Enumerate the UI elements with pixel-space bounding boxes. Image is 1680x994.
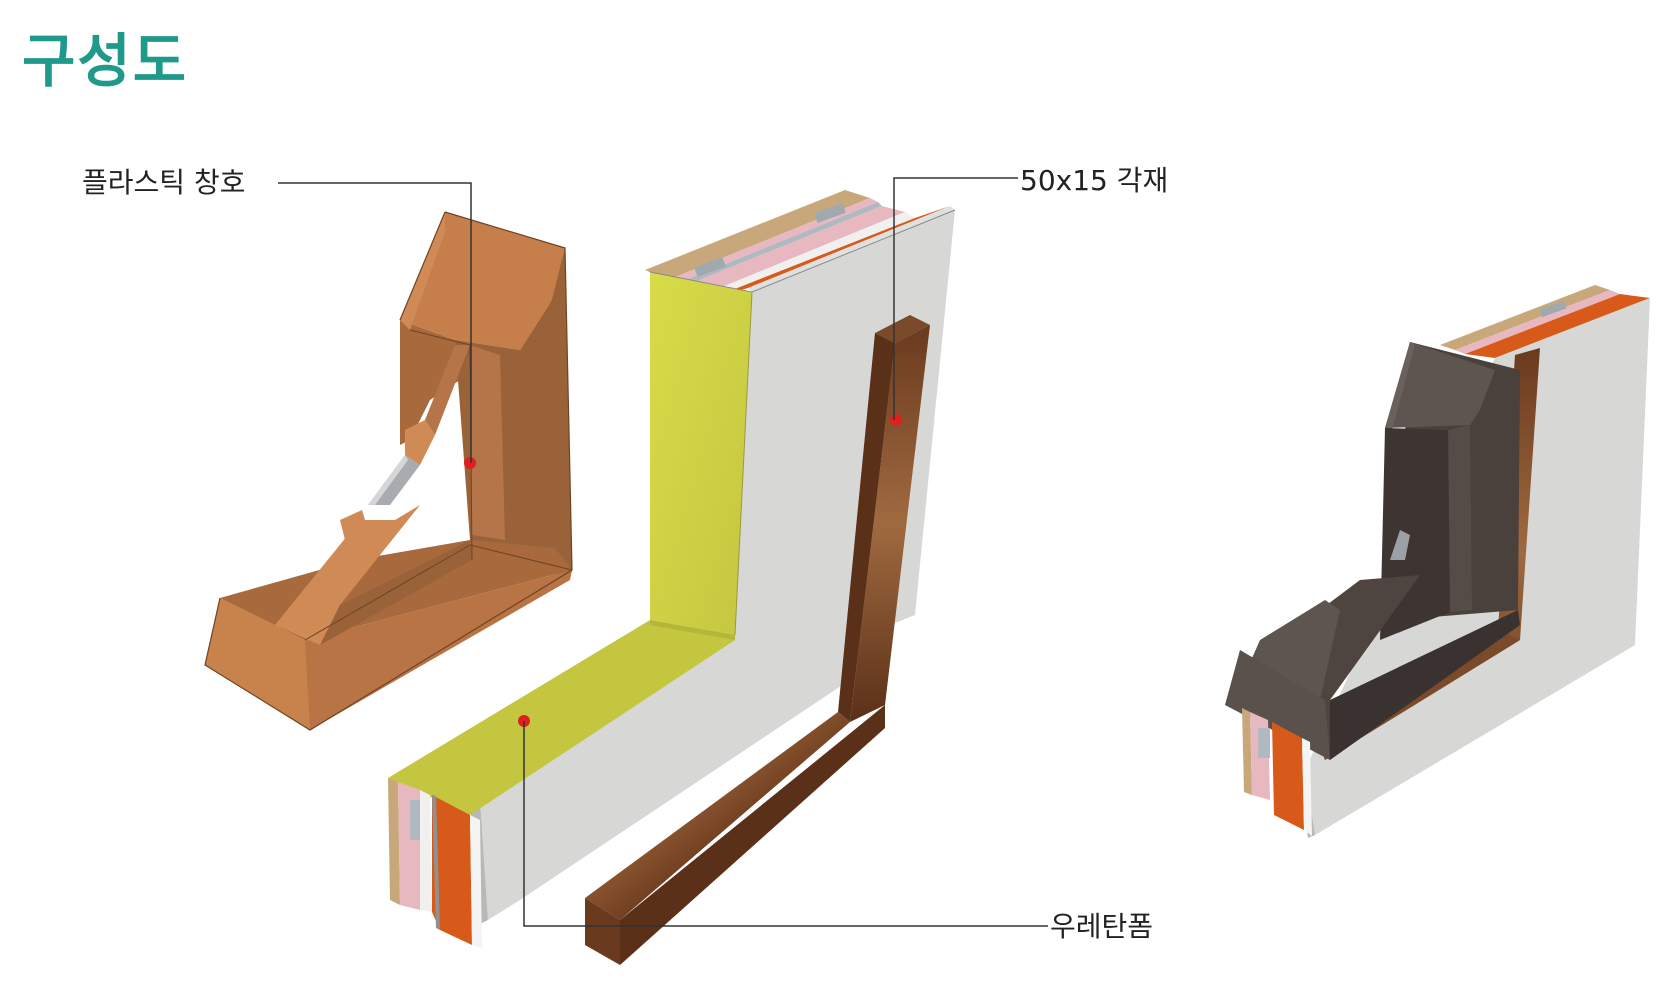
callout-urethane-foam: 우레탄폼	[1050, 910, 1153, 943]
callout-plastic-window: 플라스틱 창호	[82, 166, 245, 199]
plastic-window-frame	[204, 211, 573, 731]
callout-lumber: 50x15 각재	[1020, 164, 1168, 197]
callout-leaders	[278, 177, 1048, 927]
marker-dot	[890, 414, 902, 426]
page-title: 구성도	[22, 27, 189, 95]
lumber-50x15	[585, 315, 930, 965]
marker-dot	[464, 457, 476, 469]
assembled-wall	[1225, 285, 1650, 838]
wall-section	[388, 190, 956, 948]
